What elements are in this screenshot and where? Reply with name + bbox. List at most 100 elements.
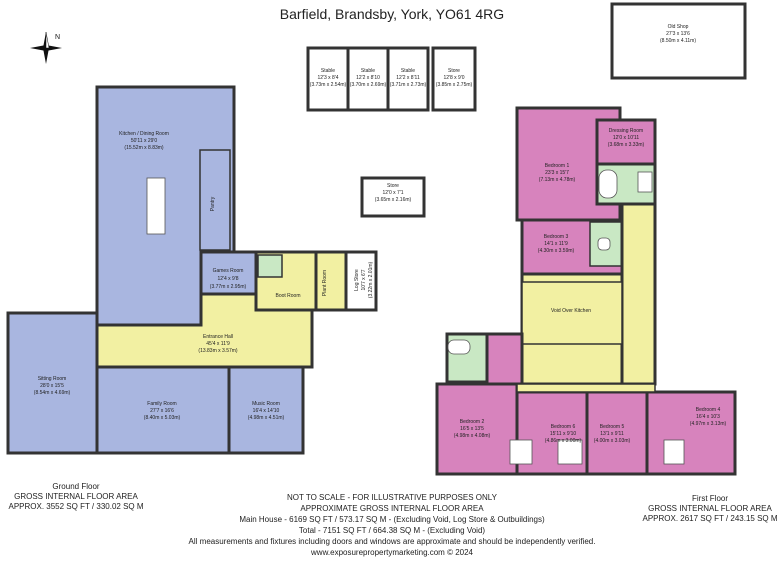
stable3-name: Stable	[401, 68, 415, 74]
room-sitting	[6, 311, 99, 455]
first-floor-label: GROSS INTERNAL FLOOR AREA	[648, 504, 772, 513]
family-imperial: 27'7 x 16'6	[150, 408, 174, 414]
room-void-inner	[521, 281, 623, 345]
stable1-name: Stable	[321, 68, 335, 74]
disclaimer-notes: NOT TO SCALE - FOR ILLUSTRATIVE PURPOSES…	[150, 492, 634, 558]
room-ensuite-3	[589, 221, 623, 267]
bed3-metric: (4.30m x 3.59m)	[538, 248, 575, 254]
room-music	[227, 365, 305, 455]
bed3-name: Bedroom 3	[544, 234, 569, 240]
page-title: Barfield, Brandsby, York, YO61 4RG	[279, 6, 505, 22]
bed3-imperial: 14'1 x 11'9	[544, 241, 568, 247]
stable2-metric: (3.70m x 2.69m)	[350, 82, 387, 88]
stable2-name: Stable	[361, 68, 375, 74]
room-wc-ground	[257, 254, 283, 278]
oldshop-imperial: 27'3 x 13'6	[666, 31, 690, 37]
store1-imperial: 12'8 x 9'0	[443, 75, 464, 81]
note-line-5: All measurements and fixtures including …	[188, 537, 596, 546]
log-imperial: 10'7 x 6'7	[361, 269, 367, 290]
note-line-3: Main House - 6169 SQ FT / 573.17 SQ M - …	[239, 515, 545, 524]
bed2-imperial: 16'5 x 13'5	[460, 426, 484, 432]
entrance-name: Entrance Hall	[203, 334, 233, 340]
ground-floor-title: Ground Floor	[52, 482, 100, 491]
ground-floor-label: GROSS INTERNAL FLOOR AREA	[14, 492, 138, 501]
room-family	[95, 365, 231, 455]
oldshop-name: Old Shop	[668, 24, 689, 30]
kitchen-metric: (15.52m x 8.83m)	[124, 145, 164, 151]
entrance-metric: (13.83m x 3.57m)	[198, 348, 238, 354]
sitting-metric: (8.54m x 4.69m)	[34, 390, 71, 396]
room-stable-1	[306, 46, 350, 112]
bed4-name: Bedroom 4	[696, 407, 721, 413]
ground-floor-area: APPROX. 3552 SQ FT / 330.02 SQ M	[8, 502, 144, 511]
store1-metric: (3.85m x 2.75m)	[436, 82, 473, 88]
kitchen-name: Kitchen / Dining Room	[119, 131, 169, 137]
first-floor-summary: First Floor GROSS INTERNAL FLOOR AREA AP…	[636, 494, 784, 524]
first-floor-area: APPROX. 2617 SQ FT / 243.15 SQ M	[642, 514, 778, 523]
oldshop-metric: (8.50m x 4.11m)	[660, 38, 696, 44]
first-floor-title: First Floor	[692, 494, 728, 503]
music-name: Music Room	[252, 401, 280, 407]
north-arrow-icon: N	[30, 31, 62, 64]
games-imperial: 12'4 x 9'8	[217, 276, 238, 282]
bed4-imperial: 16'4 x 10'3	[696, 414, 720, 420]
stable3-imperial: 12'2 x 8'11	[396, 75, 420, 81]
kitchen-imperial: 50'11 x 29'0	[131, 138, 158, 144]
store2-metric: (3.65m x 2.16m)	[375, 197, 412, 203]
dressing-name: Dressing Room	[609, 128, 643, 134]
stable1-imperial: 12'3 x 8'4	[317, 75, 338, 81]
room-pantry	[199, 149, 231, 251]
sitting-imperial: 28'0 x 15'5	[40, 383, 64, 389]
bed6-imperial: 15'11 x 9'10	[550, 431, 577, 437]
bed4-metric: (4.97m x 3.13m)	[690, 421, 727, 427]
bed1-metric: (7.13m x 4.78m)	[539, 177, 576, 183]
stable2-imperial: 12'2 x 8'10	[356, 75, 380, 81]
room-landing-left	[485, 332, 524, 386]
bed5-metric: (4.00m x 3.03m)	[594, 438, 631, 444]
room-stable-3	[386, 46, 430, 112]
family-metric: (8.40m x 5.03m)	[144, 415, 181, 421]
dressing-imperial: 12'0 x 10'11	[613, 135, 640, 141]
pantry-name: Pantry	[210, 196, 216, 211]
room-log	[344, 250, 378, 312]
stable1-metric: (3.73m x 2.54m)	[310, 82, 347, 88]
log-name: Log Store	[354, 269, 360, 291]
bed5-name: Bedroom 5	[600, 424, 625, 430]
ground-floor-summary: Ground Floor GROSS INTERNAL FLOOR AREA A…	[0, 482, 152, 512]
store2-imperial: 12'0 x 7'1	[382, 190, 403, 196]
room-old-shop	[610, 2, 747, 80]
dressing-metric: (3.68m x 3.33m)	[608, 142, 645, 148]
boot-name: Boot Room	[275, 293, 300, 299]
room-store-1	[431, 46, 477, 112]
bed1-name: Bedroom 1	[545, 163, 570, 169]
room-bedroom-5	[585, 390, 649, 476]
log-metric: (3.22m x 2.01m)	[368, 261, 374, 298]
music-imperial: 16'4 x 14'10	[253, 408, 280, 414]
note-line-4: Total - 7151 SQ FT / 664.38 SQ M - (Excl…	[298, 526, 486, 535]
void-name: Void Over Kitchen	[551, 308, 591, 314]
family-name: Family Room	[147, 401, 176, 407]
stable3-metric: (3.71m x 2.73m)	[390, 82, 427, 88]
bed6-metric: (4.86m x 3.00m)	[545, 438, 582, 444]
bed1-imperial: 23'3 x 15'7	[545, 170, 569, 176]
music-metric: (4.98m x 4.51m)	[248, 415, 285, 421]
games-metric: (3.77m x 2.95m)	[210, 284, 247, 290]
bed5-imperial: 13'1 x 9'11	[600, 431, 624, 437]
svg-text:N: N	[55, 34, 60, 41]
room-plant	[314, 250, 348, 312]
entrance-imperial: 45'4 x 11'9	[206, 341, 230, 347]
bed2-name: Bedroom 2	[460, 419, 485, 425]
room-store-2	[360, 176, 426, 218]
room-landing-right	[620, 202, 657, 386]
store2-name: Store	[387, 183, 399, 189]
note-line-1: NOT TO SCALE - FOR ILLUSTRATIVE PURPOSES…	[287, 493, 497, 502]
store1-name: Store	[448, 68, 460, 74]
plant-name: Plant Room	[322, 270, 328, 296]
room-landing-bottom	[516, 383, 656, 393]
bed2-metric: (4.98m x 4.08m)	[454, 433, 491, 439]
note-line-2: APPROXIMATE GROSS INTERNAL FLOOR AREA	[300, 504, 484, 513]
games-name: Games Room	[213, 268, 244, 274]
room-stable-2	[346, 46, 390, 112]
bed6-name: Bedroom 6	[551, 424, 576, 430]
